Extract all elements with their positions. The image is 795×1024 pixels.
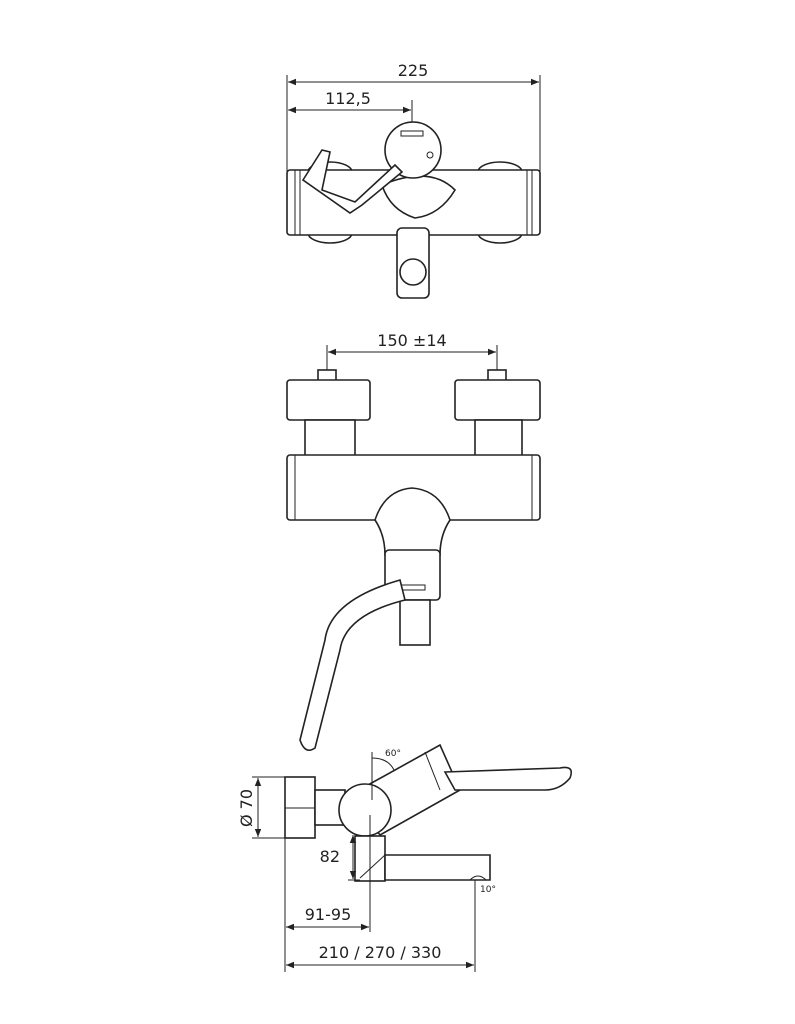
lever-handle — [301, 149, 404, 214]
handle-knob — [384, 121, 442, 179]
spout-collar — [374, 487, 451, 556]
dim-label-112-5: 112,5 — [325, 89, 371, 108]
front-view: 150 ±14 — [286, 331, 541, 751]
long-lever — [299, 579, 406, 751]
right-wall-cap — [454, 379, 541, 421]
dim-label-10: 10° — [480, 885, 496, 895]
cartridge-circle — [338, 783, 392, 837]
dim-label-225: 225 — [398, 61, 429, 80]
left-wall-cap — [286, 379, 371, 421]
dim-label-91-95: 91-95 — [305, 905, 352, 924]
dim-label-150: 150 ±14 — [377, 331, 446, 350]
side-view: Ø 70 60° 82 10° 91-95 210 / 270 / 330 — [237, 743, 573, 972]
top-view: 225 112,5 — [286, 61, 541, 299]
dim-label-82: 82 — [320, 847, 340, 866]
dim-label-diameter: Ø 70 — [237, 789, 256, 827]
spout-outlet — [399, 599, 431, 646]
dim-label-length: 210 / 270 / 330 — [319, 943, 442, 962]
lever-side — [443, 766, 573, 791]
spout-side — [384, 854, 491, 881]
dim-label-60: 60° — [385, 749, 401, 759]
